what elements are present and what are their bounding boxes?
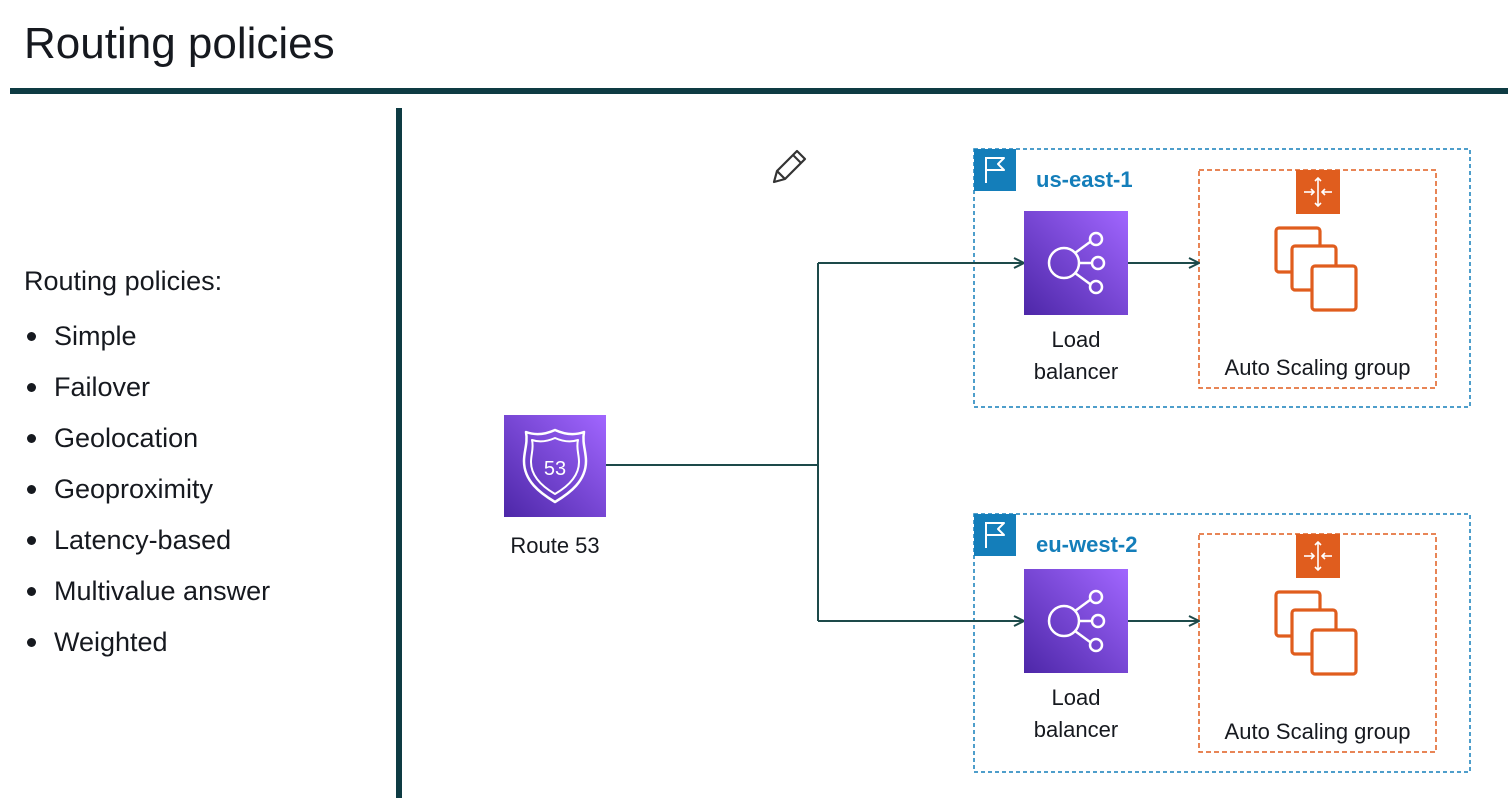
page-title: Routing policies <box>24 19 335 68</box>
policy-label: Simple <box>54 321 137 351</box>
policy-item-geolocation: Geolocation <box>24 413 384 464</box>
routing-policies-panel: Routing policies: Simple Failover Geoloc… <box>24 262 384 668</box>
bullet-icon <box>27 485 36 494</box>
asg-label-eu-west-2: Auto Scaling group <box>1224 719 1411 744</box>
asg-us-east-1-box <box>1198 169 1437 389</box>
policies-list: Simple Failover Geolocation Geoproximity… <box>24 311 384 668</box>
route53-label: Route 53 <box>510 533 600 558</box>
load-balancer-icon <box>1024 569 1128 673</box>
policy-item-failover: Failover <box>24 362 384 413</box>
region-flag-icon <box>974 514 1016 556</box>
policy-label: Geolocation <box>54 423 199 453</box>
policy-label: Multivalue answer <box>54 576 271 606</box>
vertical-divider <box>396 108 402 798</box>
policies-heading: Routing policies: <box>24 266 223 296</box>
bullet-icon <box>27 434 36 443</box>
region-name-us-east-1: us-east-1 <box>1036 167 1133 192</box>
route53-icon: 53 <box>504 415 606 517</box>
auto-scaling-icon <box>1296 170 1340 214</box>
region-eu-west-2-box <box>973 513 1471 773</box>
policy-label: Weighted <box>54 627 168 657</box>
auto-scaling-icon <box>1296 534 1340 578</box>
lb-label-line1: Load <box>1051 685 1101 710</box>
bullet-icon <box>27 587 36 596</box>
region-flag-icon <box>974 149 1016 191</box>
policy-label: Latency-based <box>54 525 232 555</box>
bullet-icon <box>27 383 36 392</box>
bullet-icon <box>27 536 36 545</box>
ec2-instances-icon <box>1274 590 1358 676</box>
lb-label-eu-west-2: Load balancer <box>1006 682 1146 746</box>
bullet-icon <box>27 332 36 341</box>
asg-eu-west-2-box <box>1198 533 1437 753</box>
title-rule <box>10 88 1508 94</box>
policy-item-geoproximity: Geoproximity <box>24 464 384 515</box>
policy-item-latency-based: Latency-based <box>24 515 384 566</box>
policy-item-multivalue-answer: Multivalue answer <box>24 566 384 617</box>
pencil-icon[interactable] <box>770 146 810 186</box>
policy-label: Failover <box>54 372 151 402</box>
asg-label-us-east-1: Auto Scaling group <box>1224 355 1411 380</box>
policy-item-simple: Simple <box>24 311 384 362</box>
lb-label-line1: Load <box>1051 327 1101 352</box>
bullet-icon <box>27 638 36 647</box>
region-us-east-1-box <box>973 148 1471 408</box>
lb-label-line2: balancer <box>1033 359 1119 384</box>
policy-item-weighted: Weighted <box>24 617 384 668</box>
route53-badge: 53 <box>544 458 566 480</box>
lb-label-us-east-1: Load balancer <box>1006 324 1146 388</box>
region-name-eu-west-2: eu-west-2 <box>1036 532 1138 557</box>
ec2-instances-icon <box>1274 226 1358 312</box>
policy-label: Geoproximity <box>54 474 214 504</box>
lb-label-line2: balancer <box>1033 717 1119 742</box>
load-balancer-icon <box>1024 211 1128 315</box>
